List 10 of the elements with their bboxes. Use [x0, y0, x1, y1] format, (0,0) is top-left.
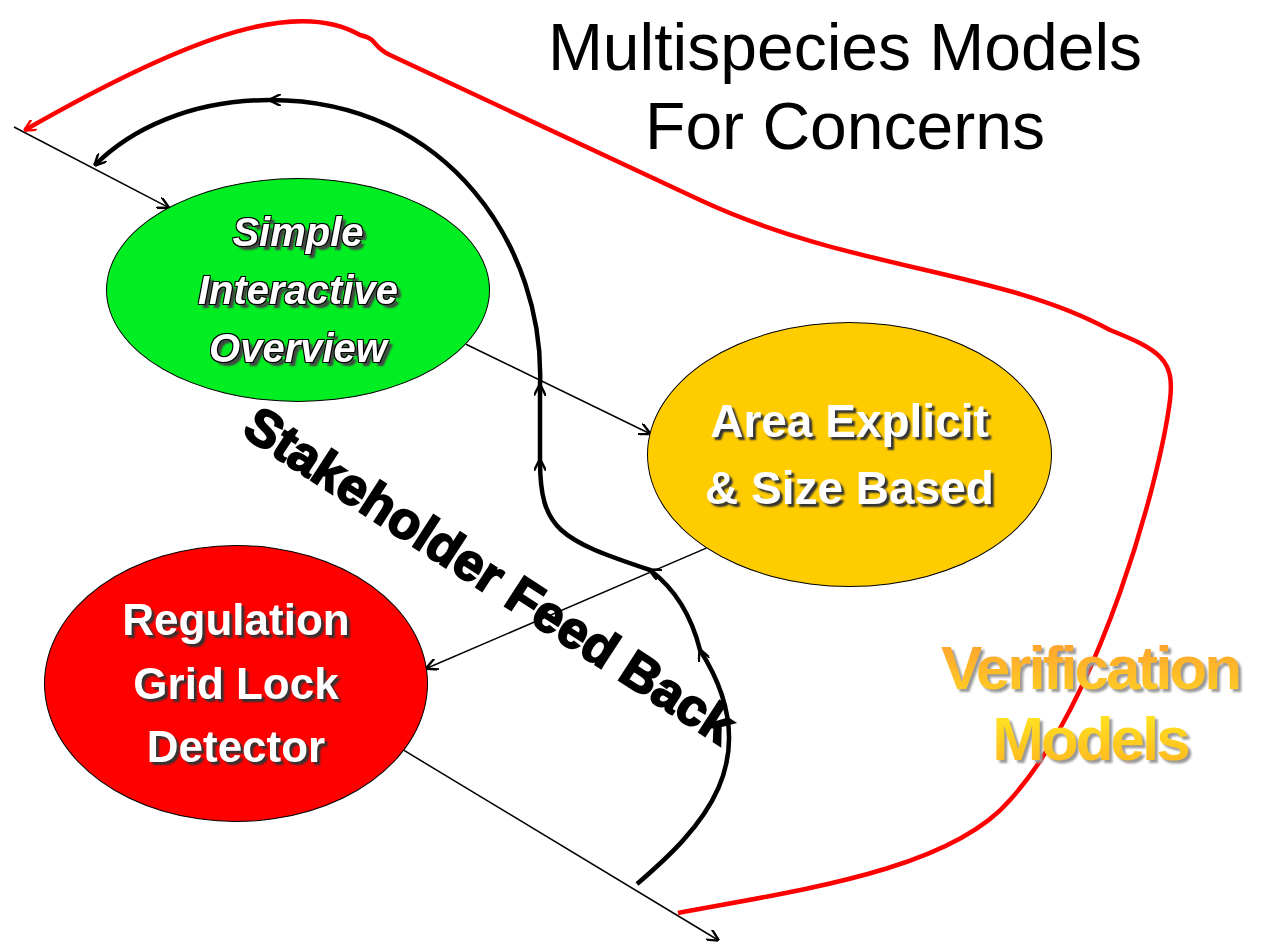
arrow — [13, 126, 171, 210]
feedback-arrow — [93, 94, 732, 886]
title: Multispecies Models For Concerns — [546, 9, 1144, 166]
feedback-arrow — [22, 18, 1174, 916]
node-label: Simple Interactive Overview — [196, 209, 400, 372]
node-label: Regulation Grid Lock Detector — [121, 593, 351, 774]
arrow — [424, 547, 707, 671]
node-label: Area Explicit & Size Based — [704, 393, 995, 516]
arrow — [465, 343, 652, 436]
arrow — [403, 749, 721, 942]
